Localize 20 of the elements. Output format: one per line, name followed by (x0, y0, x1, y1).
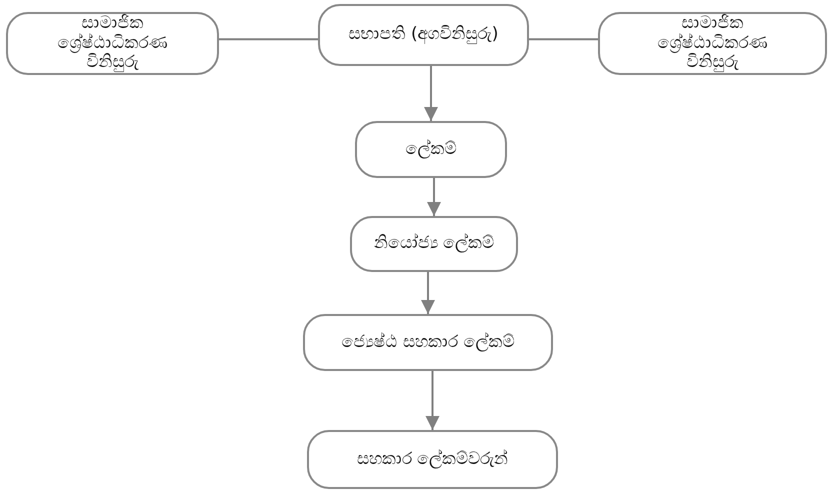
rounded-box (355, 121, 507, 178)
arrow (421, 272, 435, 314)
rounded-box (598, 12, 827, 75)
box-label: සාමාජික ශ්‍රේෂ්ඨාධිකරණ විනිසුරු (56, 14, 168, 73)
arrow (427, 178, 441, 216)
rounded-box (318, 4, 529, 66)
box-label: ජ්‍යෙෂ්ඨ සහකාර ලේකම් (342, 332, 514, 352)
arrow (424, 66, 438, 121)
rounded-box (6, 12, 219, 75)
rounded-box (303, 314, 553, 371)
arrow (426, 371, 440, 430)
connector-line (529, 38, 598, 40)
rounded-box (350, 216, 518, 272)
box-label: නියෝජ්‍ය ලේකම් (374, 234, 494, 254)
rounded-box (307, 430, 558, 489)
box-label: සාමාජික ශ්‍රේෂ්ඨාධිකරණ විනිසුරු (656, 14, 768, 73)
connector-line (219, 38, 318, 40)
box-label: සභාපති (අගවිනිසුරු) (348, 25, 498, 45)
box-label: ලේකම් (406, 140, 456, 160)
box-label: සහකාර ලේකම්වරුන් (356, 450, 508, 470)
